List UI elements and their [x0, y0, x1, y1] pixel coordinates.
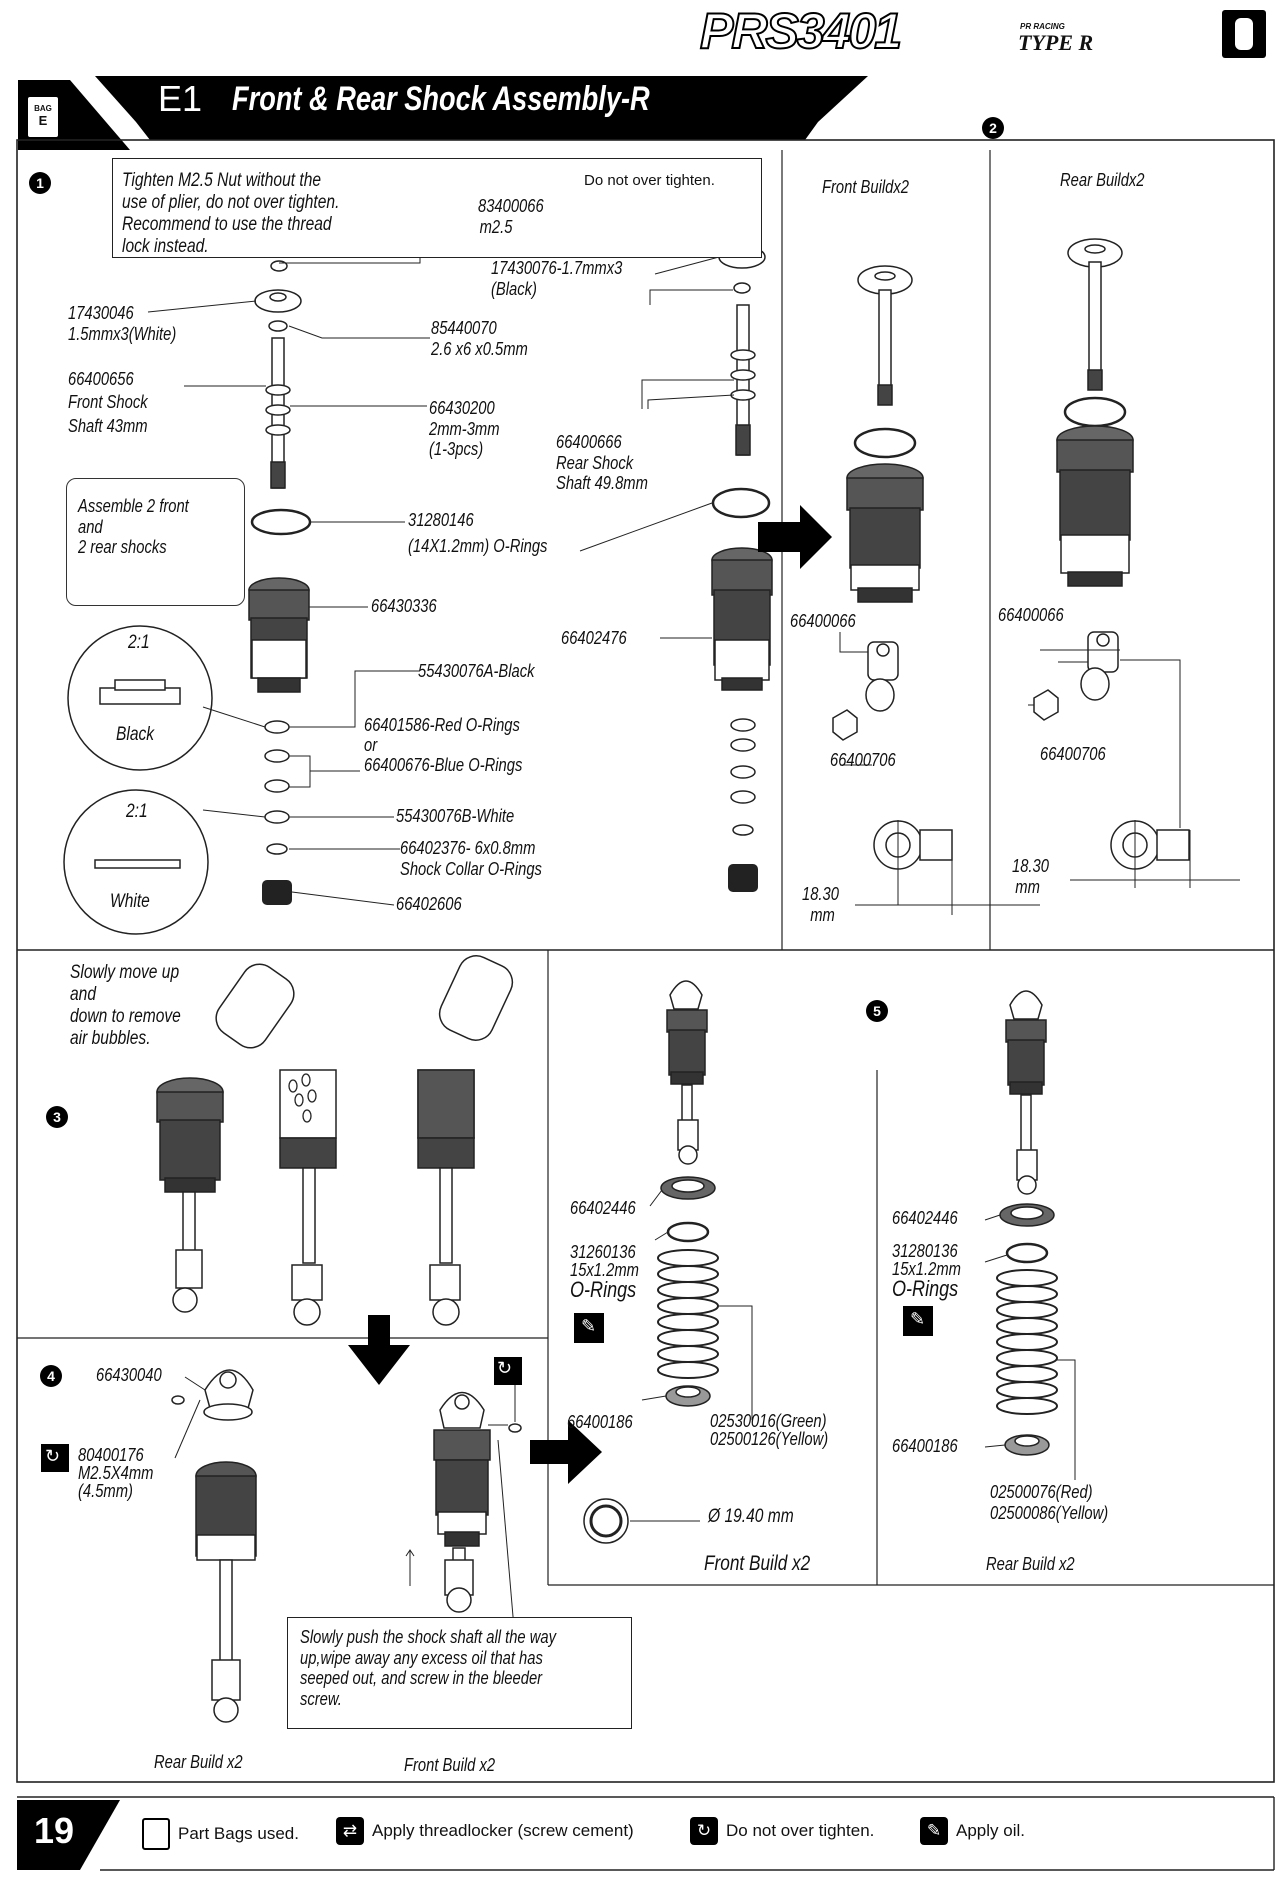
- logo-sub: TYPE R: [1018, 30, 1094, 55]
- push-note: Slowly push the shock shaft all the way …: [300, 1627, 556, 1710]
- rear-part-66400066: 66400066: [998, 605, 1064, 625]
- legend-threadlocker: ⇄ Apply threadlocker (screw cement): [336, 1817, 634, 1845]
- part-17430076: 17430076-1.7mmx3 (Black): [491, 258, 623, 299]
- rear-part-66400706: 66400706: [1040, 744, 1106, 764]
- section-code: E1: [158, 78, 203, 119]
- bag-badge: BAG E: [27, 96, 59, 138]
- front-part-31260136: 31260136 15x1.2mm O-Rings: [570, 1242, 639, 1302]
- tighten-note-box: [112, 158, 762, 258]
- tighten-note: Tighten M2.5 Nut without the use of plie…: [122, 170, 340, 257]
- rear-part-66400186: 66400186: [892, 1436, 958, 1456]
- air-bubble-note: Slowly move up and down to remove air bu…: [70, 962, 181, 1049]
- front-build-title: Front Buildx2: [822, 177, 909, 197]
- rear-part-66402446: 66402446: [892, 1208, 958, 1228]
- legend-part-bags-label: Part Bags used.: [178, 1824, 299, 1843]
- front-part-66400186: 66400186: [567, 1412, 633, 1432]
- oil-icon-front: ✎: [581, 1316, 597, 1336]
- step5-front-build-label: Front Build x2: [704, 1552, 811, 1575]
- front-dim-19-40: Ø 19.40 mm: [708, 1506, 794, 1527]
- part-66402376: 66402376- 6x0.8mm Shock Collar O-Rings: [400, 838, 542, 879]
- logo-sub-small: PR RACING: [1020, 22, 1065, 31]
- part-66402476: 66402476: [561, 628, 627, 648]
- legend-do-not-over: ↻ Do not over tighten.: [690, 1817, 874, 1845]
- legend-part-bags: Part Bags used.: [142, 1818, 299, 1850]
- car-icon: [1222, 10, 1266, 58]
- oil-icon-rear: ✎: [910, 1309, 926, 1329]
- part-83400066: 83400066 m2.5: [478, 196, 544, 237]
- rear-build-title: Rear Buildx2: [1060, 170, 1145, 190]
- step4-front-build-label: Front Build x2: [404, 1755, 496, 1775]
- front-dimension: 18.30 mm: [802, 884, 839, 925]
- header-logo: PRS3401 PR RACING TYPE R: [699, 2, 1200, 60]
- torque-icon-step4: ↻: [45, 1446, 61, 1466]
- front-part-66402446: 66402446: [570, 1198, 636, 1218]
- torque-legend-icon: ↻: [690, 1817, 718, 1845]
- part-31280146: 31280146 (14X1.2mm) O-Rings: [408, 510, 548, 557]
- part-66400666: 66400666 Rear Shock Shaft 49.8mm: [556, 432, 648, 494]
- step-5-number: 5: [866, 1000, 888, 1022]
- front-part-66400706: 66400706: [830, 750, 896, 770]
- front-part-66400066: 66400066: [790, 611, 856, 631]
- part-17430046: 17430046 1.5mmx3(White): [68, 303, 177, 344]
- logo-text: PRS3401: [699, 2, 903, 60]
- part-66430040: 66430040: [96, 1365, 162, 1385]
- ratio-white-label: White: [110, 891, 150, 912]
- threadlocker-legend-icon: ⇄: [336, 1817, 364, 1845]
- do-not-over-label: Do not over tighten.: [584, 172, 715, 189]
- rear-part-31280136: 31280136 15x1.2mm O-Rings: [892, 1241, 961, 1301]
- bag-icon: [142, 1818, 170, 1850]
- rear-dimension: 18.30 mm: [1012, 856, 1049, 897]
- part-66402606: 66402606: [396, 894, 462, 914]
- step-3-number: 3: [46, 1106, 68, 1128]
- step-1-number: 1: [29, 172, 51, 194]
- push-note-box: [287, 1617, 632, 1729]
- oil-legend-icon: ✎: [920, 1817, 948, 1845]
- legend-apply-oil: ✎ Apply oil.: [920, 1817, 1025, 1845]
- ratio-black-label: Black: [116, 724, 155, 745]
- assemble-note: Assemble 2 front and 2 rear shocks: [78, 496, 189, 558]
- front-springs: 02530016(Green) 02500126(Yellow): [710, 1411, 829, 1449]
- part-80400176: 80400176 M2.5X4mm (4.5mm): [78, 1445, 154, 1501]
- legend-threadlocker-label: Apply threadlocker (screw cement): [372, 1821, 634, 1840]
- part-55430076A: 55430076A-Black: [418, 661, 535, 681]
- torque-icon-bleeder: ↻: [497, 1358, 513, 1378]
- part-85440070: 85440070 2.6 x6 x0.5mm: [431, 318, 528, 359]
- step-4-number: 4: [40, 1365, 62, 1387]
- threadlocker-icon: ⇄: [446, 192, 462, 212]
- bag-label: BAG: [34, 104, 52, 113]
- part-66401586: 66401586-Red O-Rings or 66400676-Blue O-…: [364, 715, 523, 775]
- step-2-number: 2: [982, 117, 1004, 139]
- step5-rear-build-label: Rear Build x2: [986, 1554, 1075, 1574]
- assemble-note-box: [66, 478, 245, 606]
- legend-apply-oil-label: Apply oil.: [956, 1821, 1025, 1840]
- step4-rear-build-label: Rear Build x2: [154, 1752, 243, 1772]
- rear-springs: 02500076(Red) 02500086(Yellow): [990, 1482, 1109, 1523]
- ratio-black: 2:1: [128, 632, 150, 653]
- bag-letter: E: [38, 113, 48, 128]
- part-66430200: 66430200 2mm-3mm (1-3pcs): [429, 398, 500, 460]
- page-number: 19: [34, 1810, 75, 1851]
- torque-icon: ↻: [552, 166, 568, 186]
- part-66430336: 66430336: [371, 596, 437, 616]
- part-66400656: 66400656 Front Shock Shaft 43mm: [68, 369, 148, 436]
- legend-do-not-over-label: Do not over tighten.: [726, 1821, 875, 1840]
- section-title: Front & Rear Shock Assembly-R: [232, 80, 650, 118]
- ratio-white: 2:1: [126, 801, 148, 822]
- part-55430076B: 55430076B-White: [396, 806, 515, 826]
